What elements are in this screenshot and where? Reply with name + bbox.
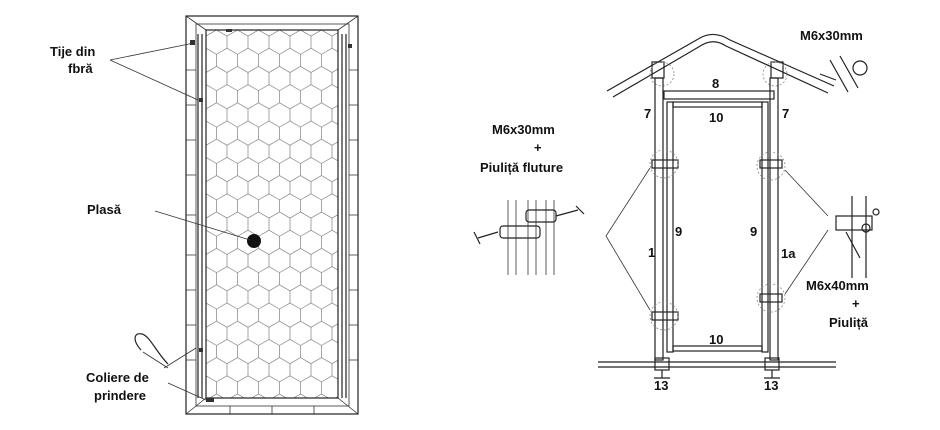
net-center-dot [247,234,261,248]
left-nut-label: Piuliță fluture [480,160,563,175]
net-leader [154,210,251,241]
left-bolt-label: M6x30mm [492,122,555,137]
part-1a-label: 1a [781,246,796,261]
part-10-bottom-label: 10 [709,332,723,347]
part-10-top-label: 10 [709,110,723,125]
label-clamps-1: Coliere de [86,370,149,385]
part-10-top-tube [672,101,763,108]
wing-nut-clamp-detail [473,200,585,275]
goal-frame-front-view [185,15,359,415]
part-13-right-label: 13 [764,378,778,393]
right-nut-label: Piuliță [829,315,869,330]
goal-frame-exploded-view [598,33,836,379]
right-plus-label: + [852,296,860,311]
left-plus-label: + [534,140,542,155]
part-9-left-tube [666,101,674,353]
part-10-bottom-tube [672,345,763,352]
top-right-bolt-label: M6x30mm [800,28,863,43]
part-7-left-label: 7 [644,106,651,121]
clamps-leader [163,347,207,401]
bolt-m6x30-detail [819,55,868,93]
part-13-left-label: 13 [654,378,668,393]
fiber-rods-leader [109,42,199,101]
label-net: Plasă [87,202,122,217]
inner-frame [205,29,339,399]
part-1-label: 1 [648,245,655,260]
part-1-tube [654,77,664,361]
label-fiber-rods-2: fbră [68,61,93,76]
part-9-left-label: 9 [675,224,682,239]
part-8-label: 8 [712,76,719,91]
label-clamps-2: prindere [94,388,146,403]
right-bolt-label: M6x40mm [806,278,869,293]
part-1a-tube [769,77,779,361]
hex-net [206,30,338,398]
bolt-m6x40-detail [835,196,880,278]
part-8-tube [663,90,775,100]
label-fiber-rods-1: Tije din [50,44,95,59]
part-7-right-label: 7 [782,106,789,121]
zip-tie-icon [134,333,169,369]
part-9-right-label: 9 [750,224,757,239]
part-9-right-tube [761,101,769,353]
